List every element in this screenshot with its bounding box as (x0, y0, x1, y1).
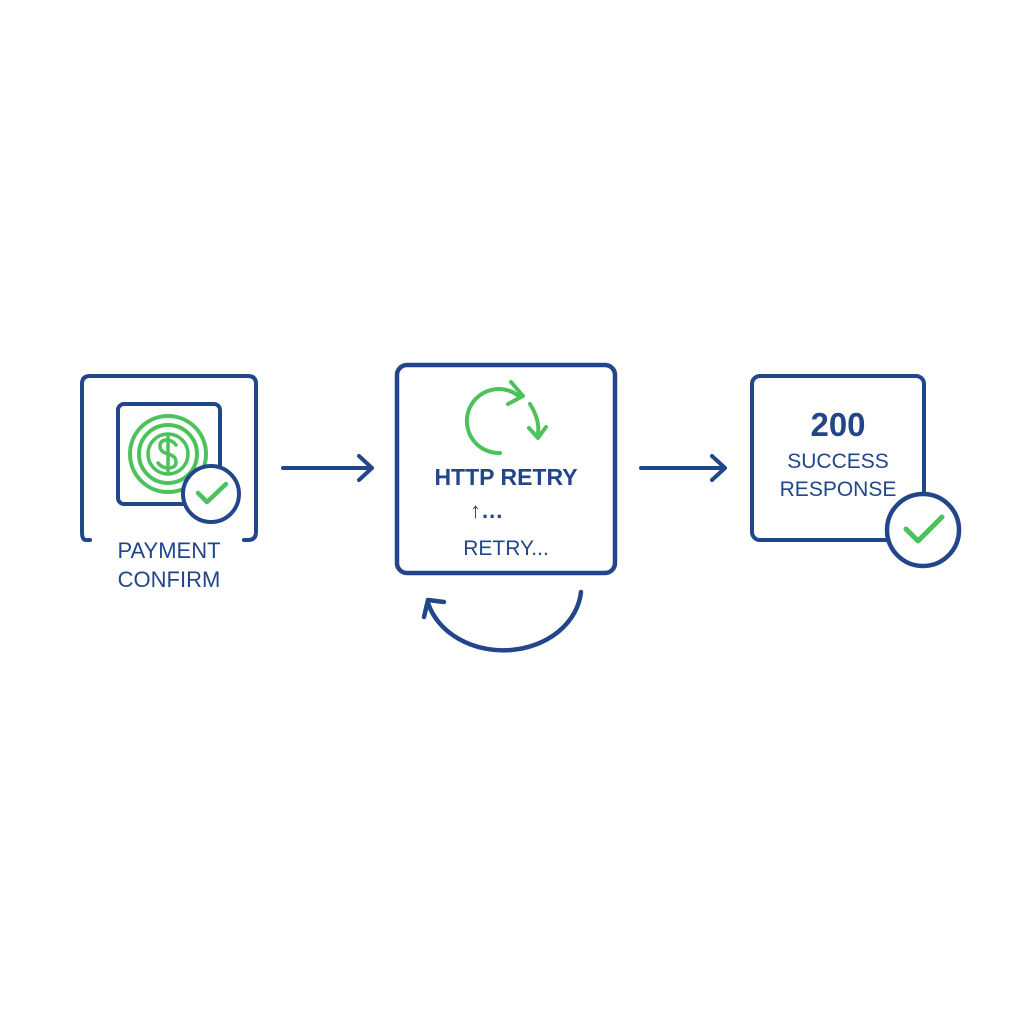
arrow-right-icon (639, 454, 727, 482)
success-label-line1: SUCCESS (787, 450, 889, 473)
status-code: 200 (810, 406, 866, 443)
check-icon (903, 514, 945, 544)
payment-check-badge (181, 464, 241, 524)
retry-step (394, 362, 618, 576)
retry-subtitle: RETRY... (463, 537, 549, 560)
payment-step (80, 374, 258, 542)
success-step (750, 374, 962, 569)
check-icon (195, 481, 229, 505)
retry-progress-text: ↑... (470, 498, 504, 523)
success-label-line2: RESPONSE (779, 478, 897, 501)
success-check-badge (884, 491, 962, 569)
retry-title: HTTP RETRY (434, 464, 578, 490)
payment-label-line1: PAYMENT (117, 538, 221, 563)
retry-frame (394, 362, 618, 576)
arrow-right-icon (281, 454, 374, 482)
dollar-coin-icon (128, 414, 208, 494)
refresh-cycle-icon (464, 380, 548, 456)
payment-label: PAYMENT CONFIRM (83, 536, 255, 594)
payment-card (116, 402, 222, 506)
payment-frame (80, 374, 258, 542)
success-frame (750, 374, 926, 542)
loop-back-arrow-icon (421, 589, 584, 653)
payment-label-line2: CONFIRM (117, 567, 221, 592)
